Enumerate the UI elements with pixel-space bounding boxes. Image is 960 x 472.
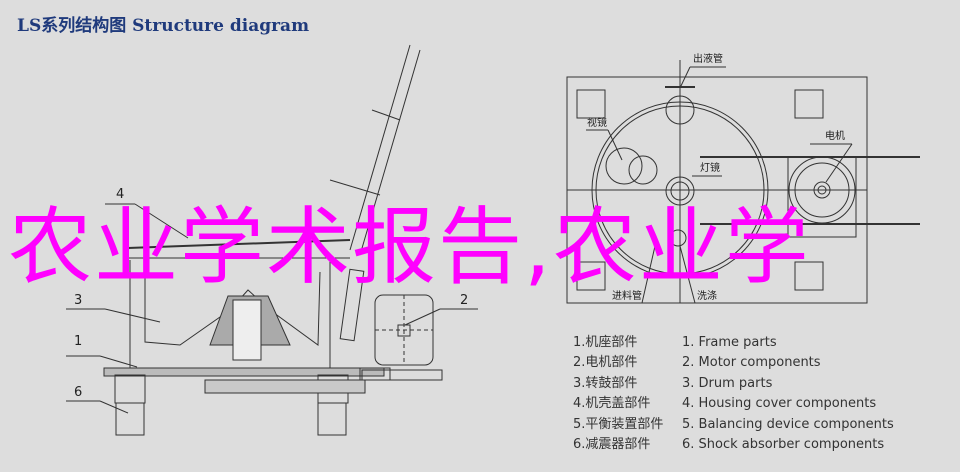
label-motor: 电机 [825, 131, 845, 142]
label-feed-pipe: 进料管 [612, 291, 642, 302]
legend-item-en: 2. Motor components [682, 355, 821, 371]
side-view [66, 44, 478, 436]
legend-item-en: 6. Shock absorber components [682, 437, 885, 453]
legend-item-cn: 1.机座部件 [573, 335, 638, 350]
legend-item-cn: 6.减震器部件 [573, 437, 651, 453]
label-washing: 洗涤 [697, 291, 717, 302]
top-view [566, 60, 920, 304]
label-lamp-glass: 灯镜 [700, 163, 720, 174]
legend-item-cn: 5.平衡装置部件 [573, 416, 664, 432]
legend-item-en: 5. Balancing device components [682, 416, 894, 432]
diagram-title: LS系列结构图 Structure diagram [17, 16, 310, 36]
callout-2: 2 [460, 293, 469, 308]
legend-item-cn: 3.转鼓部件 [573, 375, 638, 391]
legend-item-en: 3. Drum parts [682, 375, 773, 391]
overlay-text: 农业学术报告,农业学 [8, 198, 811, 296]
callout-3: 3 [74, 293, 83, 308]
label-sight-glass: 视镜 [587, 118, 607, 129]
legend-chinese: 1.机座部件 2.电机部件 3.转鼓部件 4.机壳盖部件 5.平衡装置部件 6.… [573, 333, 663, 455]
legend-english: 1. Frame parts 2. Motor components 3. Dr… [682, 333, 894, 455]
legend-item-en: 4. Housing cover components [682, 396, 877, 412]
callout-4: 4 [116, 187, 125, 202]
callout-1: 1 [74, 334, 83, 349]
legend-item-cn: 2.电机部件 [573, 355, 638, 371]
callout-6: 6 [74, 385, 83, 400]
legend-item-en: 1. Frame parts [682, 335, 777, 350]
legend-item-cn: 4.机壳盖部件 [573, 396, 651, 412]
label-outlet-pipe: 出液管 [693, 54, 723, 65]
